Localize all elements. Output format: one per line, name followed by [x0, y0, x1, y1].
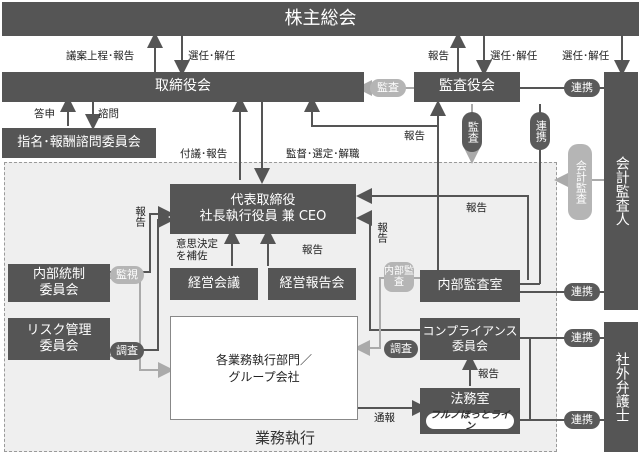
elect-dismiss-label-1: 選任･解任 [188, 50, 236, 62]
report-meeting-label: 経営報告会 [279, 275, 345, 291]
internal-control-label: 内部統制 委員会 [32, 266, 85, 298]
agenda-report-label: 議案上程･報告 [66, 50, 135, 62]
coop-1-label: 連携 [571, 80, 593, 94]
supervise-label: 監督･選定･解職 [286, 148, 360, 160]
ceo-box: 代表取締役 社長執行役員 兼 CEO [170, 184, 356, 234]
audit-pill-vertical: 監査 [462, 112, 482, 152]
internal-control-committee: 内部統制 委員会 [8, 264, 110, 302]
internal-audit-office: 内部監査室 [420, 270, 520, 302]
nomination-committee: 指名･報酬諮問委員会 [2, 128, 156, 158]
accounting-auditor: 会計監査人 [604, 72, 638, 310]
report-erm-label: 報告 [302, 244, 323, 256]
risk-committee: リスク管理 委員会 [8, 318, 110, 360]
monitor-label: 監視 [116, 267, 138, 281]
coop-pill-4: 連携 [564, 411, 600, 429]
management-report-meeting: 経営報告会 [268, 268, 356, 300]
board-of-directors: 取締役会 [2, 72, 364, 102]
coop-3-label: 連携 [571, 330, 593, 344]
compliance-label: コンプライアンス 委員会 [422, 324, 518, 353]
internal-audit-pill-label: 内部監査 [384, 265, 414, 289]
report-top-label: 報告 [428, 50, 449, 62]
shareholders-label: 株主総会 [284, 7, 357, 29]
hotline-badge: フルノほっとライン [426, 410, 514, 432]
coop-v-label: 連携 [534, 120, 548, 142]
audit-board: 監査役会 [414, 72, 520, 102]
audit-board-label: 監査役会 [439, 78, 495, 95]
ceo-label: 代表取締役 社長執行役員 兼 CEO [199, 192, 327, 224]
investigate-1-label: 調査 [116, 343, 138, 357]
report-right-label: 報告 [376, 222, 389, 243]
refer-report-label: 付議･報告 [180, 148, 228, 160]
monitor-pill: 監視 [110, 266, 144, 284]
report-legal-label: 報告 [478, 368, 499, 380]
notify-label: 通報 [374, 412, 395, 424]
decision-delegation-label: 意思決定 を補佐 [176, 238, 218, 263]
legal-label: 法務室 [450, 392, 490, 407]
investigate-pill-1: 調査 [110, 342, 144, 360]
shareholders-meeting: 株主総会 [2, 2, 639, 36]
accounting-audit-pill: 会計監査 [568, 144, 592, 220]
investigate-2-label: 調査 [390, 341, 412, 355]
elect-dismiss-label-2: 選任･解任 [490, 50, 538, 62]
report-ia-label: 報告 [466, 202, 487, 214]
coop-2-label: 連携 [571, 284, 593, 298]
management-meeting: 経営会議 [170, 268, 258, 300]
nomination-label: 指名･報酬諮問委員会 [17, 134, 141, 150]
report-answer-label: 答申 [34, 108, 55, 120]
execution-area-label: 業務執行 [254, 429, 315, 447]
report-mid-label: 報告 [404, 130, 425, 142]
internal-audit-label: 内部監査室 [437, 277, 503, 293]
investigate-pill-2: 調査 [384, 340, 418, 358]
coop-pill-2: 連携 [564, 283, 600, 301]
elect-dismiss-label-3: 選任･解任 [562, 50, 610, 62]
audit-pill-horizontal: 監査 [370, 79, 406, 97]
report-left-label: 報告 [134, 206, 147, 227]
outside-lawyer: 社外弁護士 [604, 322, 638, 452]
coop-pill-1: 連携 [564, 79, 600, 97]
consult-label: 諮問 [98, 108, 119, 120]
coop-pill-vertical: 連携 [530, 112, 550, 150]
internal-audit-pill: 内部監査 [384, 262, 414, 292]
risk-label: リスク管理 委員会 [26, 322, 92, 354]
compliance-committee: コンプライアンス 委員会 [420, 318, 520, 360]
business-departments: 各業務執行部門／ グループ会社 [170, 316, 358, 420]
auditor-label: 会計監査人 [613, 156, 630, 226]
audit-pill-label: 監査 [377, 80, 399, 94]
board-label: 取締役会 [155, 78, 211, 95]
accounting-audit-label: 会計監査 [574, 160, 588, 204]
lawyer-label: 社外弁護士 [613, 352, 630, 422]
coop-pill-3: 連携 [564, 329, 600, 347]
audit-v-label: 監査 [466, 121, 480, 143]
coop-4-label: 連携 [571, 412, 593, 426]
hotline-label: フルノほっとライン [430, 409, 510, 433]
departments-label: 各業務執行部門／ グループ会社 [215, 353, 312, 384]
management-meeting-label: 経営会議 [187, 275, 240, 291]
